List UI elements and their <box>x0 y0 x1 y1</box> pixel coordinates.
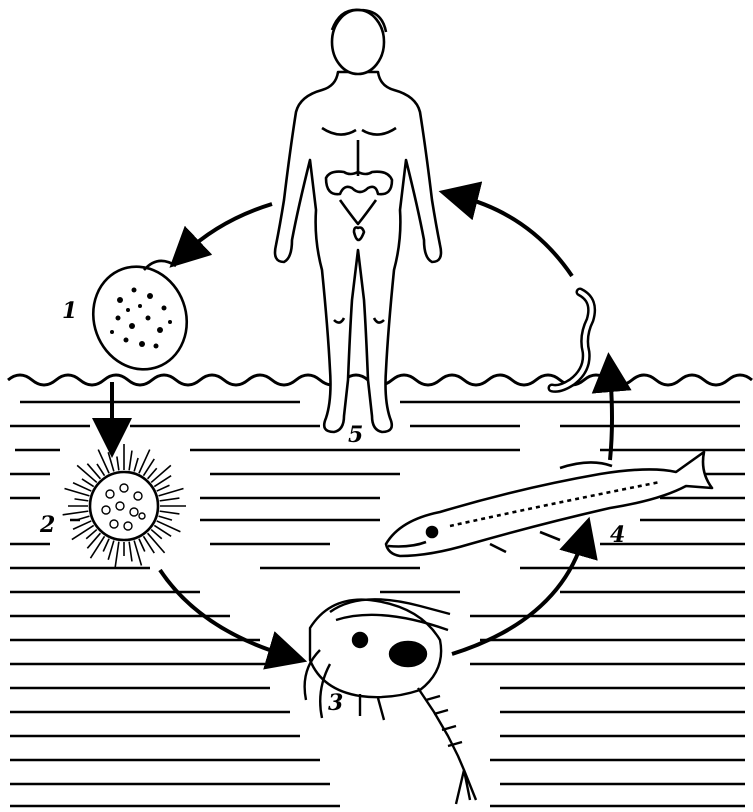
cilium <box>103 539 109 552</box>
human-pelvis <box>354 228 364 241</box>
cilium <box>134 458 138 471</box>
fish-body <box>386 452 712 556</box>
cilium <box>151 530 162 539</box>
cilium <box>77 465 97 482</box>
cilium <box>148 468 157 479</box>
cilium <box>97 464 105 476</box>
egg-shell <box>79 253 201 382</box>
copepod-segments <box>426 696 462 746</box>
human-head <box>332 10 384 74</box>
cilium <box>148 533 165 553</box>
arrow-fish-to-larva <box>610 372 612 460</box>
cilium <box>115 542 119 568</box>
arrow-human-to-egg <box>184 204 272 254</box>
stage-label-4: 4 <box>610 522 625 548</box>
egg-stage <box>79 253 201 382</box>
cilium <box>82 479 94 487</box>
cilium <box>108 541 114 560</box>
cilium <box>160 511 180 514</box>
fish-stage <box>386 452 712 556</box>
cilium <box>75 499 89 501</box>
cilium <box>129 451 132 471</box>
cilium <box>63 511 89 515</box>
arrow-larva-to-human <box>458 196 572 276</box>
cilium <box>160 498 180 501</box>
copepod-inner-larva <box>390 642 426 666</box>
cilium <box>76 516 89 520</box>
cilium <box>108 452 114 471</box>
stage-label-1: 1 <box>62 298 77 324</box>
copepod-tail <box>418 688 476 804</box>
cilium <box>139 539 145 552</box>
cilium <box>151 465 171 482</box>
arrow-copepod-to-fish <box>452 536 584 654</box>
water-body <box>8 375 752 806</box>
human-figure <box>275 10 441 432</box>
cilium <box>90 536 104 558</box>
stage-label-5: 5 <box>348 422 363 448</box>
cilium <box>65 489 90 496</box>
stage-label-2: 2 <box>39 512 55 538</box>
coracidium-stage <box>63 444 186 567</box>
cilium <box>129 542 132 562</box>
fish-dorsal-fin <box>560 462 612 468</box>
cilium <box>159 489 184 496</box>
cilium <box>86 530 97 539</box>
stage-label-3: 3 <box>328 690 343 716</box>
cilium <box>117 457 119 471</box>
copepod-eye <box>353 633 367 647</box>
cilium <box>159 516 172 520</box>
cilium <box>157 485 170 491</box>
fish-eye <box>427 527 437 537</box>
arrow-coracidium-to-copepod <box>160 570 288 656</box>
cilium <box>134 541 141 566</box>
